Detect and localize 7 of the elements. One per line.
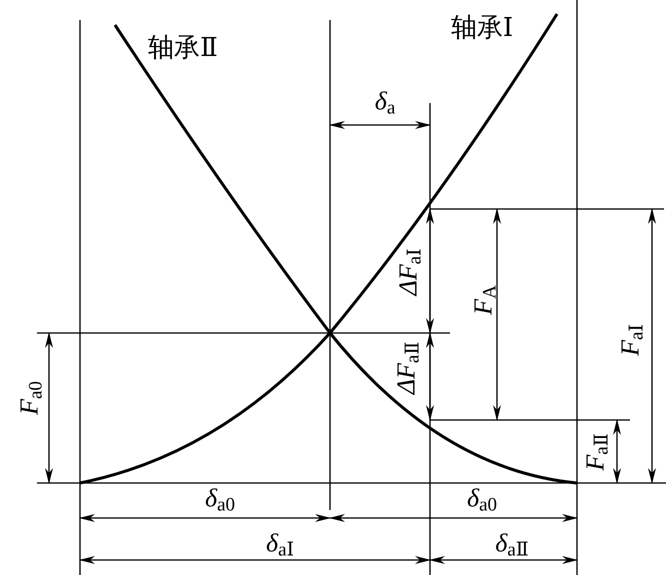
curve-label: 轴承Ⅰ bbox=[450, 15, 514, 41]
dimension-label: δ$_{a0}$ bbox=[466, 486, 498, 514]
dimension-label: δ$_{a0}$ bbox=[204, 486, 236, 514]
curve-label: 轴承Ⅱ bbox=[148, 35, 218, 61]
dimension-label: δ$_{aⅠ}$ bbox=[266, 530, 294, 560]
dimension-label: δ$_{a}$ bbox=[374, 88, 396, 118]
dimension-label: δ$_{aⅡ}$ bbox=[495, 530, 529, 560]
